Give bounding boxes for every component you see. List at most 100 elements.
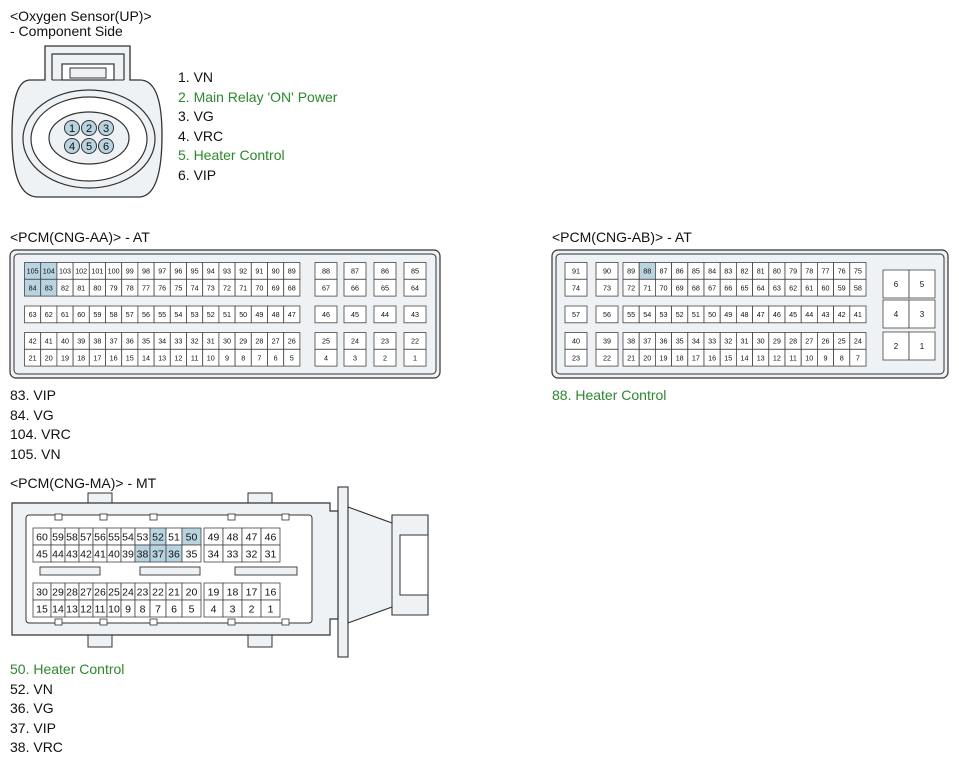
svg-text:4: 4 — [894, 310, 899, 319]
pcm-aa-pin-82: 82 — [56, 278, 74, 297]
pcm-aa-pin-73: 73 — [202, 278, 220, 297]
svg-text:68: 68 — [288, 283, 296, 292]
pcm-aa-pin-26: 26 — [283, 332, 301, 350]
svg-text:65: 65 — [381, 283, 389, 292]
svg-text:15: 15 — [36, 603, 48, 615]
pcm-aa-pin-10: 10 — [202, 348, 220, 367]
svg-text:55: 55 — [158, 310, 166, 319]
svg-text:13: 13 — [757, 353, 765, 362]
pcm-ab-pin-87: 87 — [655, 262, 673, 280]
pcm-ab-pin-4: 4 — [882, 299, 910, 329]
pcm-aa-pin-60: 60 — [72, 305, 90, 324]
svg-text:12: 12 — [174, 353, 182, 362]
pcm-ma-pin-14: 14 — [50, 599, 66, 618]
svg-text:22: 22 — [603, 353, 611, 362]
svg-text:4: 4 — [211, 603, 217, 615]
pcm-ma-pin-45: 45 — [32, 544, 52, 563]
pcm-ab-pin-69: 69 — [671, 278, 689, 297]
pcm-aa-pin-55: 55 — [153, 305, 171, 324]
pcm-ma-pin-19: 19 — [203, 582, 224, 601]
pcm-ma-pin-52: 52 — [149, 527, 167, 546]
svg-text:55: 55 — [627, 310, 635, 319]
pcm-ma-pin-23: 23 — [134, 582, 151, 601]
pcm-ma-pin-3: 3 — [222, 599, 243, 618]
pcm-aa-pin-21: 21 — [24, 348, 42, 367]
pcm-aa-pin-70: 70 — [250, 278, 268, 297]
pcm-ma-pin-4: 4 — [203, 599, 224, 618]
pcm-ma-pin-32: 32 — [241, 544, 262, 563]
pcm-aa-pin-45: 45 — [343, 305, 367, 324]
pcm-aa-pin-14: 14 — [137, 348, 155, 367]
pcm-aa-pin-38: 38 — [88, 332, 106, 350]
svg-text:9: 9 — [225, 353, 229, 362]
svg-text:53: 53 — [191, 310, 199, 319]
svg-text:31: 31 — [741, 336, 749, 345]
svg-text:78: 78 — [805, 266, 813, 275]
svg-text:49: 49 — [255, 310, 263, 319]
svg-text:100: 100 — [108, 266, 120, 275]
svg-text:82: 82 — [61, 283, 69, 292]
svg-text:70: 70 — [660, 283, 668, 292]
svg-text:25: 25 — [322, 336, 330, 345]
svg-text:39: 39 — [77, 336, 85, 345]
pcm-ma-pin-18: 18 — [222, 582, 243, 601]
pin-description: 36. VG — [10, 700, 54, 716]
svg-text:91: 91 — [572, 266, 580, 275]
pcm-ma-pin-15: 15 — [32, 599, 52, 618]
svg-text:53: 53 — [660, 310, 668, 319]
pcm-ab-pin-55: 55 — [622, 305, 640, 324]
svg-text:79: 79 — [110, 283, 118, 292]
svg-text:6: 6 — [274, 353, 278, 362]
pcm-ab-pin-28: 28 — [784, 332, 802, 350]
svg-text:13: 13 — [158, 353, 166, 362]
pcm-ab-pin-18: 18 — [671, 348, 689, 367]
svg-text:18: 18 — [676, 353, 684, 362]
pcm-ab-pin-53: 53 — [655, 305, 673, 324]
svg-text:1: 1 — [413, 353, 417, 362]
pcm-aa-pin-86: 86 — [373, 262, 397, 280]
svg-text:18: 18 — [77, 353, 85, 362]
pcm-ma-pin-11: 11 — [92, 599, 108, 618]
svg-text:83: 83 — [724, 266, 732, 275]
pcm-ma-pin-12: 12 — [78, 599, 94, 618]
pcm-ma-pin-24: 24 — [120, 582, 136, 601]
pcm-aa-pin-11: 11 — [186, 348, 204, 367]
svg-text:50: 50 — [239, 310, 247, 319]
pcm-ab-pin-73: 73 — [595, 278, 619, 297]
svg-text:14: 14 — [142, 353, 150, 362]
svg-text:43: 43 — [822, 310, 830, 319]
svg-text:62: 62 — [789, 283, 797, 292]
pcm-ma-pin-54: 54 — [120, 527, 136, 546]
svg-text:15: 15 — [724, 353, 732, 362]
svg-text:17: 17 — [93, 353, 101, 362]
svg-text:35: 35 — [676, 336, 684, 345]
pcm-aa-pin-56: 56 — [137, 305, 155, 324]
pcm-ab-pin-10: 10 — [800, 348, 818, 367]
pcm-ab-pin-63: 63 — [768, 278, 786, 297]
svg-text:85: 85 — [692, 266, 700, 275]
oxygen-sensor-pin-4: 4 — [64, 138, 80, 154]
pin-description: 105. VN — [10, 445, 61, 462]
pcm-aa-pin-75: 75 — [169, 278, 187, 297]
pcm-ab-pin-79: 79 — [784, 262, 802, 280]
pcm-ab-pin-26: 26 — [816, 332, 834, 350]
pcm-ab-pin-62: 62 — [784, 278, 802, 297]
pcm-ab-pin-36: 36 — [655, 332, 673, 350]
pcm-aa-pin-8: 8 — [234, 348, 252, 367]
pcm-ma-pin-31: 31 — [260, 544, 281, 563]
svg-text:82: 82 — [741, 266, 749, 275]
svg-text:64: 64 — [411, 283, 419, 292]
svg-text:46: 46 — [322, 310, 330, 319]
svg-text:1: 1 — [920, 342, 925, 351]
pcm-ma-pin-25: 25 — [106, 582, 122, 601]
svg-text:91: 91 — [255, 266, 263, 275]
svg-text:69: 69 — [272, 283, 280, 292]
pcm-ab-pin-42: 42 — [833, 305, 851, 324]
pcm-ab-pin-78: 78 — [800, 262, 818, 280]
svg-text:50: 50 — [708, 310, 716, 319]
svg-text:4: 4 — [69, 141, 75, 153]
pcm-ma-pin-28: 28 — [64, 582, 80, 601]
